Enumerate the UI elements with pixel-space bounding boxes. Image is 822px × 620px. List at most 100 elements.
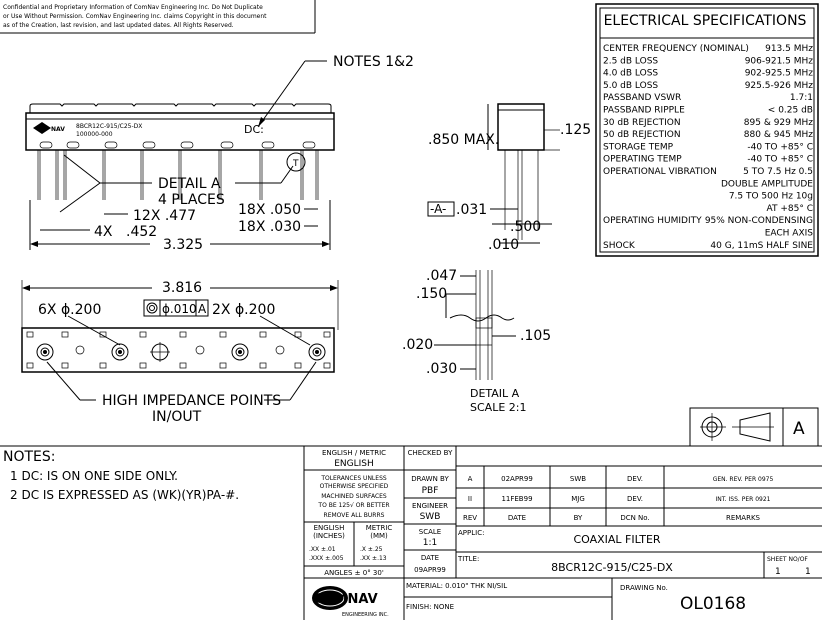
rev-ii-rev: II <box>468 495 472 503</box>
part-number-small: 100000-000 <box>76 131 113 138</box>
side-view: .850 MAX. .125 -A- .031 .500 .010 <box>427 103 591 253</box>
tb-eng-metric: ENGLISH / METRIC <box>322 449 386 457</box>
dim-12x: 12X .477 <box>133 208 196 224</box>
tb-applic: APPLIC: <box>458 529 484 537</box>
fcf-datum: A <box>198 302 207 316</box>
hip-leader-l <box>46 361 81 401</box>
bottom-view: 3.816 6X ϕ.200 ϕ.010 A 2X ϕ.200 <box>21 280 339 425</box>
dim-width: .500 <box>510 219 541 235</box>
dc-label: DC: <box>244 123 264 136</box>
sheet-size: A <box>793 419 805 439</box>
spec-value: EACH AXIS <box>765 229 814 239</box>
detail-leader-2 <box>59 182 101 213</box>
spec-value: 95% NON-CONDENSING <box>705 216 813 226</box>
dim-pin: .010 <box>488 237 519 253</box>
tb-drawing-lbl: DRAWING No. <box>620 584 668 592</box>
position-tolerance-icon <box>146 302 158 314</box>
rev-hdr-rev: REV <box>463 514 477 522</box>
notes-callout: NOTES 1&2 <box>333 54 414 70</box>
position-tolerance-inner <box>149 305 155 311</box>
rev-a-dcn: DEV. <box>627 475 643 483</box>
tb-drawn: DRAWN BY <box>411 475 449 483</box>
hip-leader-r <box>289 361 317 401</box>
spec-inner <box>599 7 815 253</box>
spec-value: 906-921.5 MHz <box>745 56 814 66</box>
tb-eng-val: ENGLISH <box>334 459 374 469</box>
fcf-frame <box>143 299 209 317</box>
spec-table: ELECTRICAL SPECIFICATIONS CENTER FREQUEN… <box>595 3 819 257</box>
rev-ii-by: MJG <box>571 495 585 503</box>
note-1: 1 DC: IS ON ONE SIDE ONLY. <box>10 469 178 483</box>
detail-a-view: .047 .150 .105 .020 .030 DETAIL A SCALE … <box>402 268 551 414</box>
rev-ii-date: 11FEB99 <box>501 495 532 503</box>
spec-value: 40 G, 11mS HALF SINE <box>710 241 813 251</box>
tb-applic-val: COAXIAL FILTER <box>573 533 660 546</box>
detail-a-marker-letter: T <box>292 159 299 169</box>
spec-label: PASSBAND VSWR <box>603 93 681 103</box>
rev-ii-dcn: DEV. <box>627 495 643 503</box>
spec-value: DOUBLE AMPLITUDE <box>721 179 813 189</box>
logo-sub: ENGINEERING INC. <box>342 612 389 618</box>
tb-sheet-no: 1 <box>775 567 781 577</box>
tb-checked: CHECKED BY <box>408 449 454 457</box>
spec-label: PASSBAND RIPPLE <box>603 106 685 116</box>
rev-hdr-by: BY <box>574 514 583 522</box>
tb-tol1: TOLERANCES UNLESS <box>320 475 387 482</box>
tb-english-unit: (INCHES) <box>313 532 345 540</box>
tb-drawn-val: PBF <box>422 486 439 496</box>
spec-title: ELECTRICAL SPECIFICATIONS <box>604 13 807 29</box>
bv-holes-6x: 6X ϕ.200 <box>38 302 101 318</box>
tb-drawing-no: OL0168 <box>680 594 746 614</box>
datum-a: -A- <box>430 202 446 216</box>
dim-pin-thick: 18X .030 <box>238 219 301 235</box>
bv-arrow-r <box>330 285 338 291</box>
cavity-tops <box>29 103 332 113</box>
spec-value: 5 TO 7.5 Hz 0.5 <box>743 167 813 177</box>
rev-a-date: 02APR99 <box>501 475 533 483</box>
dim-4x: .452 <box>126 224 157 240</box>
tb-material: MATERIAL: 0.010" THK NI/SIL <box>406 582 507 590</box>
tb-finish: FINISH: NONE <box>406 603 454 611</box>
tb-date: DATE <box>421 554 439 562</box>
da-d4: .020 <box>402 337 433 353</box>
da-d5: .030 <box>426 361 457 377</box>
holes-6x-leader <box>67 315 121 346</box>
spec-outer <box>595 3 819 257</box>
bv-body <box>21 327 335 373</box>
spec-value: < 0.25 dB <box>768 106 813 116</box>
arrow-right <box>322 241 330 247</box>
tb-e-tol2: .XXX ±.005 <box>309 555 344 562</box>
bv-features <box>26 331 331 369</box>
tb-m-tol1: .X ±.25 <box>360 546 383 553</box>
tb-e-tol1: .XX ±.01 <box>309 546 336 553</box>
da-d3: .105 <box>520 328 551 344</box>
notes-arrow <box>258 117 265 127</box>
dim-pin-width: 18X .050 <box>238 202 301 218</box>
rev-ii-remarks: INT. ISS. PER 0921 <box>716 496 771 503</box>
note-2: 2 DC IS EXPRESSED AS (WK)(YR)PA-#. <box>10 488 239 502</box>
notes-block: NOTES: 1 DC: IS ON ONE SIDE ONLY. 2 DC I… <box>3 449 239 502</box>
confidential-line-3: as of the Creation, last revision, and l… <box>3 22 234 29</box>
bv-holes-2x: 2X ϕ.200 <box>212 302 275 318</box>
spec-value: 7.5 TO 500 Hz 10g <box>729 192 813 202</box>
hip-callout-2: IN/OUT <box>152 409 202 425</box>
tb-engineer: ENGINEER <box>412 502 448 510</box>
spec-value: 1.7:1 <box>790 93 813 103</box>
dim-4x-prefix: 4X <box>94 224 113 240</box>
spec-label: 4.0 dB LOSS <box>603 69 658 79</box>
confidential-line-1: Confidential and Proprietary Information… <box>3 4 263 11</box>
confidential-notice: Confidential and Proprietary Information… <box>3 4 267 29</box>
comnav-logo: COMNAV ENGINEERING INC. <box>312 586 389 618</box>
dim-height: .850 MAX. <box>428 132 499 148</box>
dim-overall: 3.325 <box>163 237 203 253</box>
holes-2x-leader <box>259 315 311 346</box>
spec-value: -40 TO +85° C <box>747 142 813 152</box>
spec-label: OPERATING TEMP <box>603 155 682 165</box>
filter-body-top <box>25 112 335 151</box>
spec-label: SHOCK <box>603 241 636 251</box>
spec-label: 30 dB REJECTION <box>603 118 681 128</box>
spec-value: AT +85° C <box>767 204 813 214</box>
tb-scale-val: 1:1 <box>423 538 437 548</box>
